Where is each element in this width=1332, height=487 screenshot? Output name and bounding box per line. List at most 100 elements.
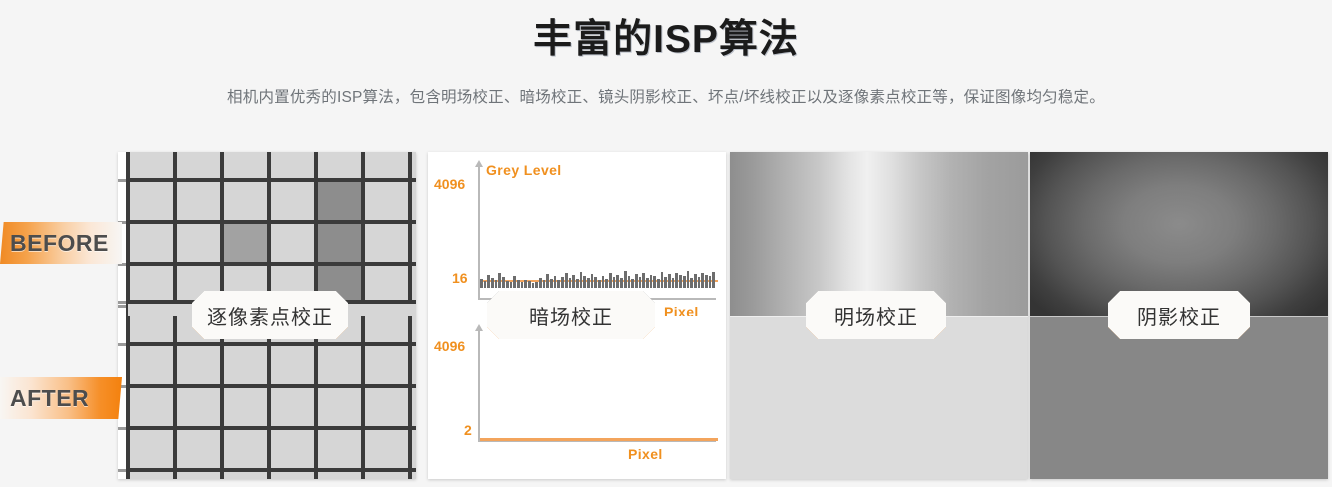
noise-bar [483,281,487,288]
tag-face [487,291,655,339]
noise-bar [657,279,660,288]
noise-bar [642,273,645,288]
grid-cell [222,152,269,180]
noise-bar [553,276,557,288]
chart1-ytick-max: 4096 [434,176,466,192]
grid-cell [175,152,222,180]
noise-bar [590,274,594,288]
noise-bar [631,279,634,288]
grid-cell [410,469,416,479]
grid-cell [128,427,175,470]
chart1-y-axis [475,160,483,298]
noise-bar [509,281,513,288]
noise-bar [575,279,579,288]
grid-cell [175,385,222,428]
chart2-ytick-max: 4096 [434,337,466,354]
noise-bar [664,277,668,288]
grid-line-vertical [408,152,412,316]
tag-label: 明场校正 [834,306,918,329]
noise-bar [682,276,686,288]
flat-field-after-image [730,315,1028,479]
tag-face [192,291,348,339]
tag-face [806,291,946,339]
noise-bar [502,277,505,288]
flat-field-before-image [730,152,1028,316]
grid-cell [128,264,175,306]
grid-cell [128,301,175,344]
noise-bar [686,271,690,288]
noise-bar [671,278,675,288]
grid-cell [410,343,416,386]
noise-bar [505,280,509,288]
grid-cell [128,385,175,428]
grid-cell [316,469,363,479]
grid-cell [316,152,363,180]
grid-cell [410,427,416,470]
noise-bar [601,276,605,288]
grid-cell [128,469,175,479]
grid-line-vertical [126,315,130,479]
grid-line-horizontal [126,341,416,346]
grid-line-vertical [361,315,365,479]
panel-dark-field-correction: Grey Level 4096 16 Pixel 4096 2 Pixel [428,152,726,479]
noise-bar [527,281,531,288]
chart1-ylabel: Grey Level [486,162,562,178]
grid-line-vertical [267,315,271,479]
noise-bar [712,272,715,288]
tag-shading-correction[interactable]: 阴影校正 [1108,291,1250,339]
noise-bar [634,274,638,288]
noise-bar [609,273,612,288]
noise-bar [704,275,708,288]
tag-flat-field-correction[interactable]: 明场校正 [806,291,946,339]
grid-cell [316,222,363,264]
tag-face [1108,291,1250,339]
noise-bar [638,277,642,288]
grid-line-vertical [314,315,318,479]
banner-before-label: BEFORE [10,229,109,256]
tag-label: 逐像素点校正 [207,306,333,329]
grid-cell [363,427,410,470]
grid-cell [175,180,222,222]
noise-bar [620,278,623,288]
noise-bar [524,280,527,288]
grid-cell [410,222,416,264]
noise-bar [546,274,550,288]
grid-cell [128,152,175,180]
tag-dark-field-correction[interactable]: 暗场校正 [487,291,655,339]
grid-after-image [118,299,416,479]
noise-bar [487,275,491,288]
grid-line-vertical [173,152,177,316]
noise-bar [572,275,575,288]
noise-bar [690,278,693,288]
noise-bar [542,280,546,288]
grid-line-vertical [220,315,224,479]
grid-cell [175,343,222,386]
grid-cell [410,264,416,306]
noise-bar [612,277,616,288]
banner-after: AFTER [0,377,122,419]
noise-bar [605,279,609,288]
grid-cell [222,385,269,428]
noise-bar [539,278,542,288]
grid-cell [175,427,222,470]
tag-per-pixel-correction[interactable]: 逐像素点校正 [192,291,348,339]
grid-cell [128,222,175,264]
noise-bar [645,278,649,288]
grid-cell [363,469,410,479]
noise-bar [513,276,516,288]
noise-bar [579,272,583,288]
chart1-noise-bars [480,270,716,288]
noise-bar [531,282,535,288]
noise-bar [561,277,564,288]
noise-bar [564,273,568,288]
shading-after-image [1030,315,1328,479]
grid-line-vertical [126,152,130,316]
grid-cell [363,222,410,264]
grid-line-vertical [267,152,271,316]
tag-label: 暗场校正 [529,306,613,329]
noise-bar [480,279,483,288]
noise-bar [708,276,712,288]
grid-cell [269,385,316,428]
grid-line-horizontal [126,425,416,430]
